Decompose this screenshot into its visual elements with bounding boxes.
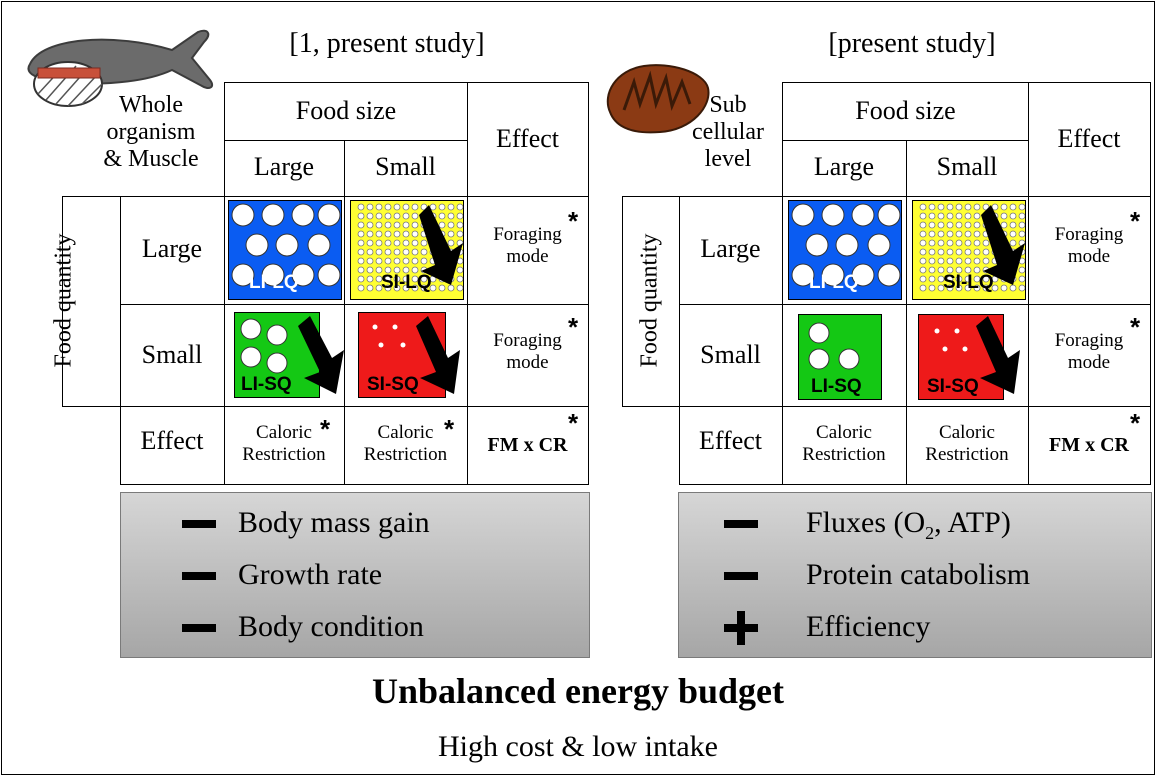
significance-star: * [320,414,331,444]
li-lq-label-right: LI-LQ [809,272,859,293]
down-arrow-icon [298,316,344,394]
outcome-left-1: Body mass gain [238,506,430,539]
row-effect-right: Effect [698,426,763,455]
row-large-left: Large [141,234,203,263]
effect-header-left: Effect [495,124,560,153]
minus-icon [724,572,758,580]
si-lq-label-right: SI-LQ [943,272,994,293]
outcome-left-2: Growth rate [238,558,383,591]
effect-header-right: Effect [1057,124,1121,153]
row-small-right: Small [700,340,761,369]
significance-star: * [568,408,579,438]
down-arrow-icon [419,205,463,285]
outcome-right-3: Efficiency [806,610,931,643]
outcome-left-3: Body condition [238,610,424,643]
footer-title: Unbalanced energy budget [371,671,785,711]
si-lq-cell-left: SI-LQ [350,200,464,300]
level-label-right: Sub cellular level [692,92,764,172]
food-size-header-left: Food size [295,96,397,125]
si-sq-label-right: SI-SQ [927,376,979,397]
fm-x-cr-left: FM x CR [487,434,568,456]
citation-right: [present study] [828,28,996,59]
row-large-right: Large [700,234,761,263]
mitochondrion-icon [606,64,710,134]
significance-star: * [444,414,455,444]
down-arrow-icon [976,316,1020,394]
significance-star: * [1130,312,1141,342]
li-sq-cell-right: LI-SQ [798,314,882,400]
li-lq-label-left: LI-LQ [249,272,299,293]
down-arrow-icon [416,316,460,394]
col-large-left: Large [253,152,315,181]
si-lq-label-left: SI-LQ [381,272,432,293]
significance-star: * [1130,206,1141,236]
minus-icon [724,520,758,528]
significance-star: * [568,312,579,342]
outcome-right-2: Protein catabolism [806,558,1031,591]
minus-icon [182,624,216,632]
citation-left: [1, present study] [289,28,485,59]
food-quantity-label-left: Food quantity [50,233,77,368]
li-sq-cell-left: LI-SQ [234,312,320,398]
down-arrow-icon [981,205,1025,285]
fm-x-cr-right: FM x CR [1049,434,1129,456]
minus-icon [182,572,216,580]
si-lq-cell-right: SI-LQ [912,200,1026,300]
row-small-left: Small [141,340,203,369]
outcome-right-1: Fluxes (O2, ATP) [806,506,1011,543]
li-lq-cell-left: LI-LQ [228,200,342,300]
fish-icon [27,29,214,107]
row-effect-left: Effect [140,426,204,455]
footer-subtitle: High cost & low intake [438,730,718,763]
level-label-left: Whole organism & Muscle [103,92,199,172]
li-lq-cell-right: LI-LQ [788,200,902,300]
col-large-right: Large [813,152,875,181]
li-sq-label-left: LI-SQ [241,374,292,395]
col-small-right: Small [936,152,998,181]
col-small-left: Small [375,152,436,181]
food-size-header-right: Food size [855,96,956,125]
significance-star: * [1130,408,1141,438]
plus-icon [737,611,745,645]
minus-icon [182,520,216,528]
food-quantity-label-right: Food quantity [636,233,663,368]
significance-star: * [568,206,579,236]
li-sq-label-right: LI-SQ [811,376,862,397]
si-sq-label-left: SI-SQ [367,374,419,395]
